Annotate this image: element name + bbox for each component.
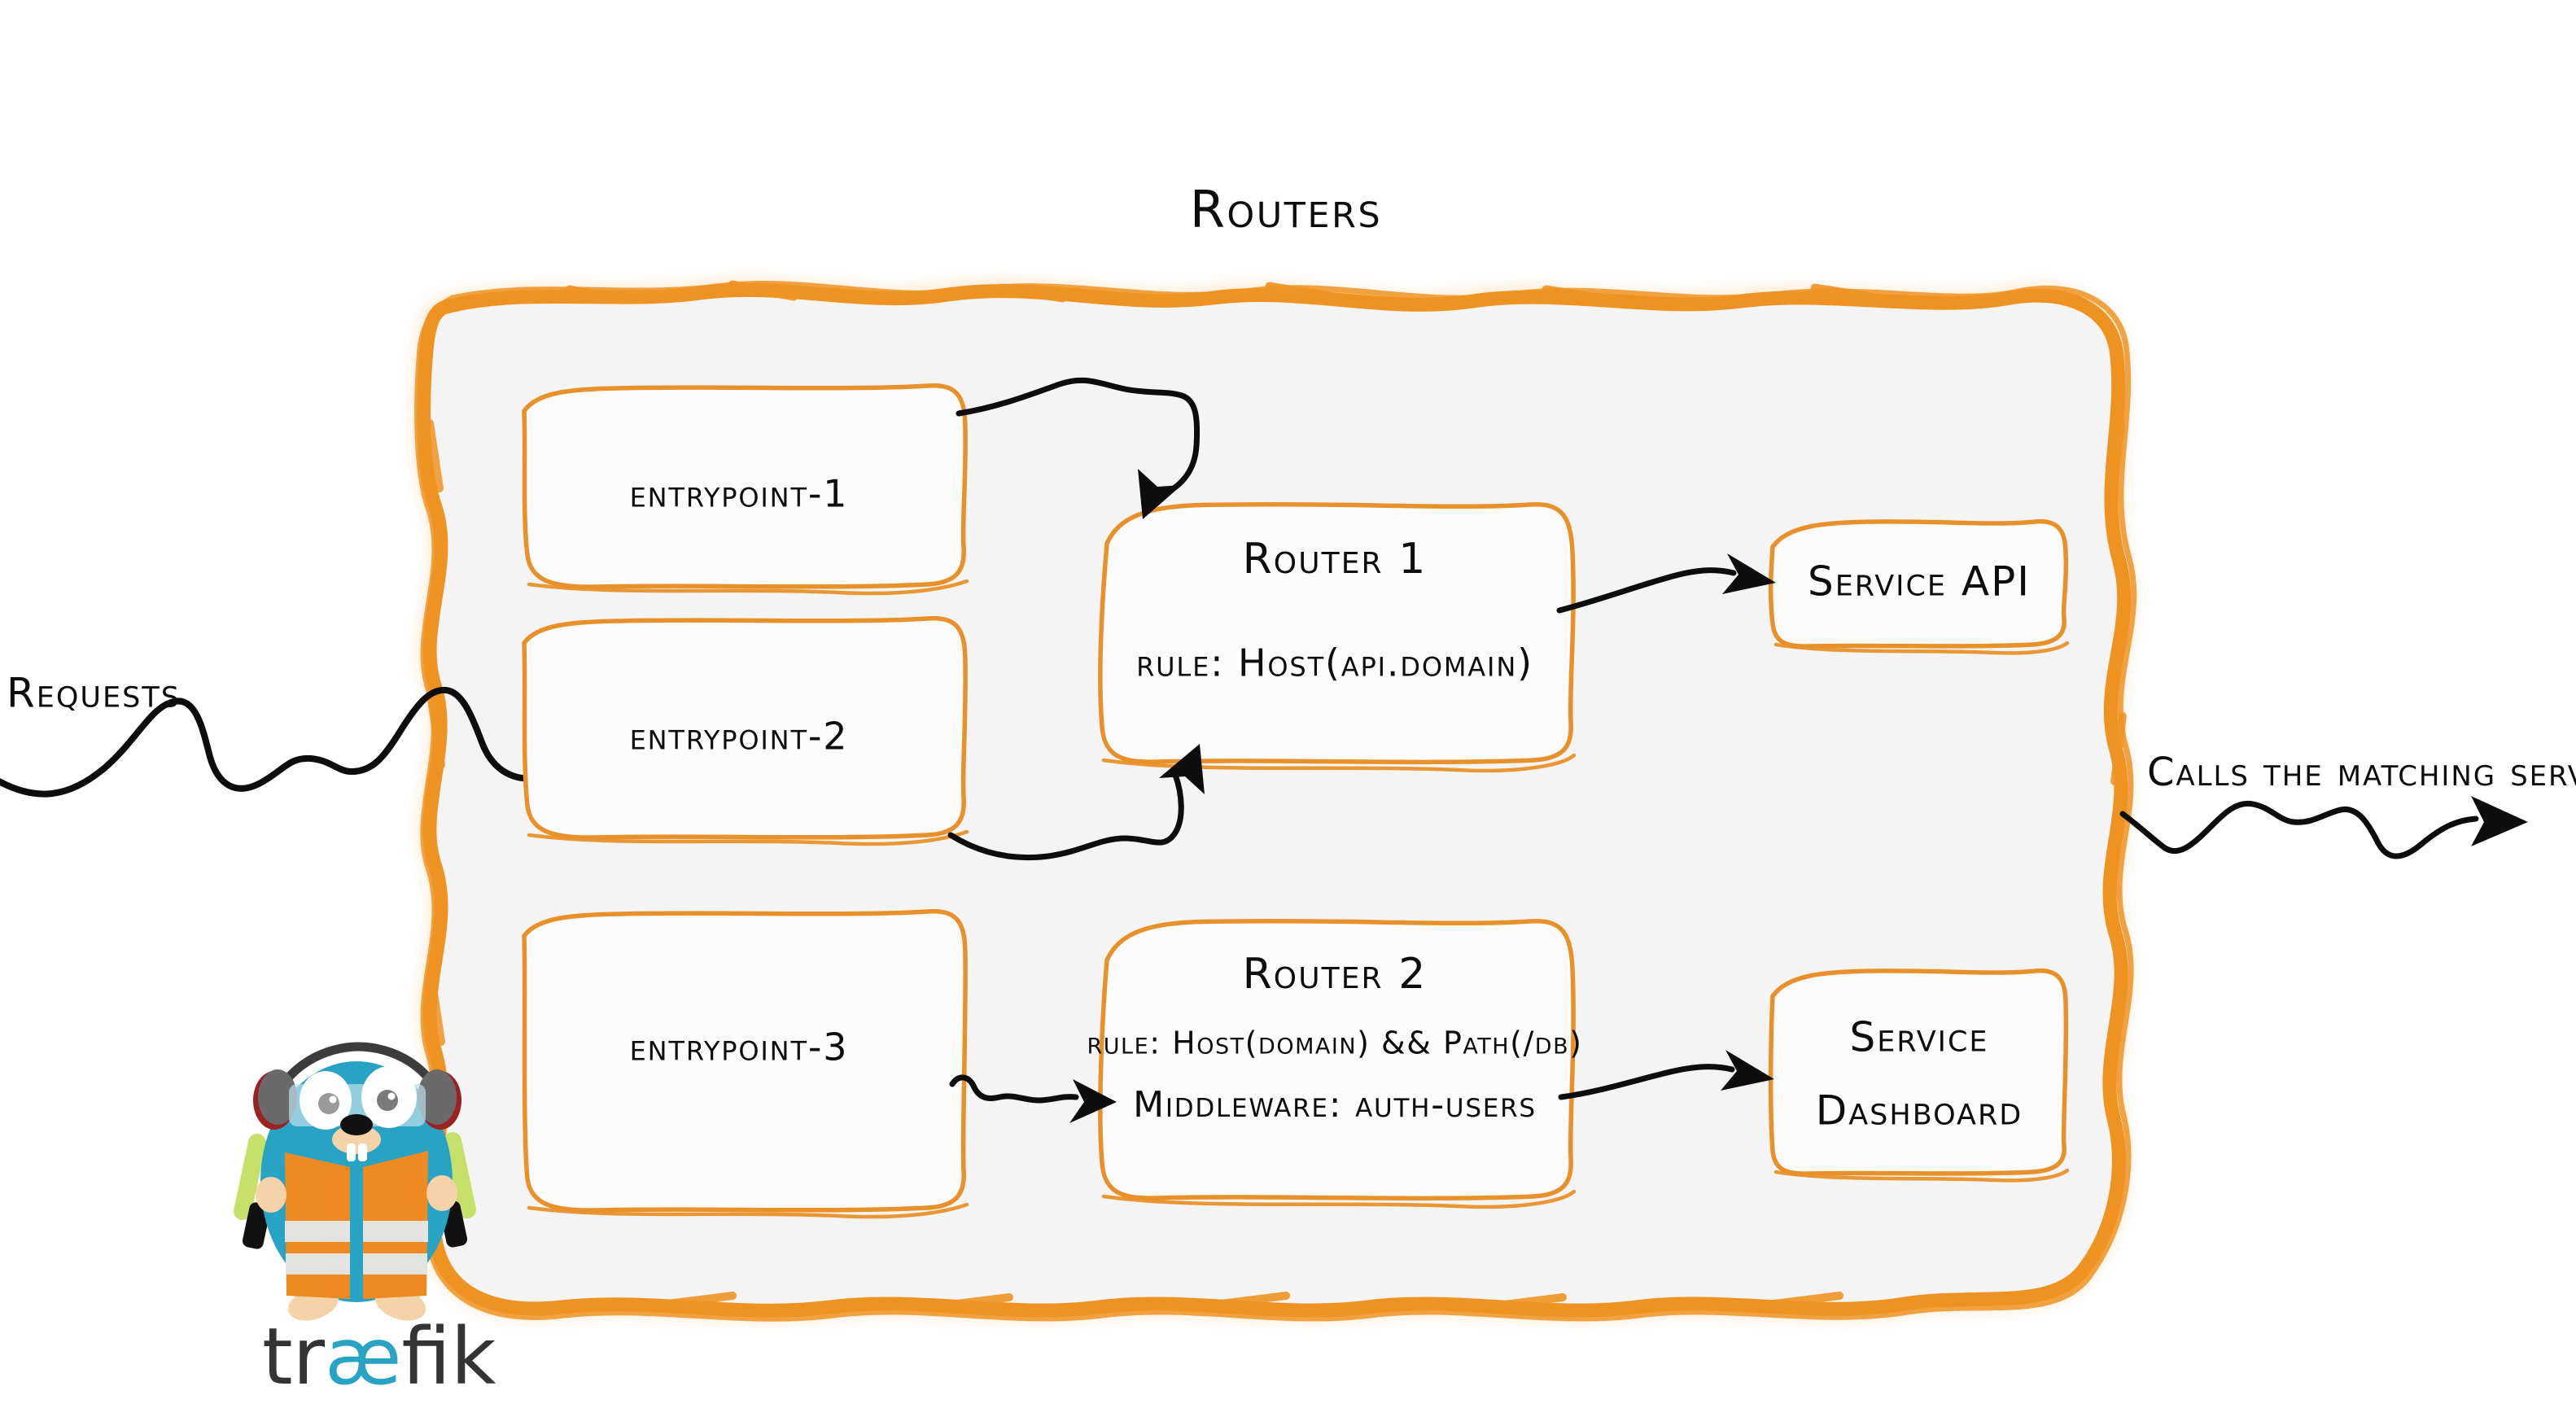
traefik-logo-text: træfik <box>262 1311 496 1402</box>
requests-label: Requests <box>7 670 181 717</box>
entrypoint-1[interactable]: entrypoint-1 <box>522 383 969 596</box>
entrypoint-3[interactable]: entrypoint-3 <box>522 909 969 1219</box>
service-api[interactable]: Service API <box>1768 518 2070 655</box>
marshalling-wand-left <box>234 1133 271 1249</box>
router-2[interactable]: Router 2 rule: Host(domain) && Path(/db)… <box>1087 918 1583 1209</box>
page-title: Routers <box>1190 180 1382 239</box>
router-2-rule: rule: Host(domain) && Path(/db) <box>1087 1025 1583 1061</box>
entrypoint-3-label: entrypoint-3 <box>630 1025 849 1069</box>
wavy-arrow-icon <box>2119 796 2528 859</box>
arrow-entrypoint1-to-router1 <box>956 377 1201 519</box>
arrow-router2-to-service-dashboard <box>1558 1050 1774 1100</box>
entrypoint-1-label: entrypoint-1 <box>630 472 849 516</box>
arrow-entrypoint3-to-router2 <box>949 1074 1117 1123</box>
calls-server-label: Calls the matching server <box>2147 750 2576 795</box>
arrow-entrypoint2-to-router1 <box>947 744 1205 861</box>
entrypoint-2-label: entrypoint-2 <box>630 715 849 759</box>
router-1-rule: rule: Host(api.domain) <box>1136 641 1533 685</box>
calls-server-group: Calls the matching server <box>2119 750 2576 859</box>
router-1-title: Router 1 <box>1243 535 1428 584</box>
gopher-mascot-icon <box>234 1042 476 1321</box>
router-2-middleware: Middleware: auth-users <box>1133 1084 1537 1126</box>
service-dashboard-label-2: Dashboard <box>1816 1087 2023 1135</box>
service-api-label: Service API <box>1808 558 2031 606</box>
service-dashboard-label-1: Service <box>1849 1014 1988 1061</box>
router-2-title: Router 2 <box>1243 950 1428 999</box>
router-1[interactable]: Router 1 rule: Host(api.domain) <box>1098 501 1577 773</box>
logo-part-2: æ <box>325 1311 401 1402</box>
headphone-band <box>269 1042 448 1110</box>
traefik-logo[interactable]: træfik <box>262 1311 496 1402</box>
logo-part-1: tr <box>262 1311 326 1402</box>
arrow-router1-to-service-api <box>1556 553 1776 614</box>
service-dashboard[interactable]: Service Dashboard <box>1768 968 2070 1183</box>
entrypoint-2[interactable]: entrypoint-2 <box>522 616 969 846</box>
logo-part-3: fik <box>401 1311 496 1402</box>
